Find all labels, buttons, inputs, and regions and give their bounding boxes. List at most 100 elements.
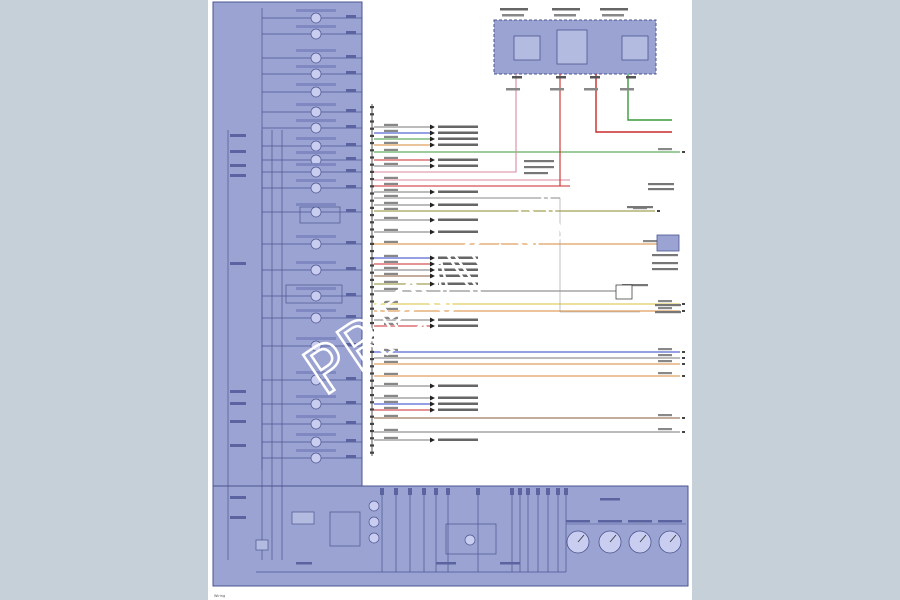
wire-color-code <box>384 414 398 417</box>
connector-pin <box>370 415 374 418</box>
pin-label-mark <box>346 455 356 458</box>
connector-pin <box>370 343 374 346</box>
wire-color-code <box>384 182 398 185</box>
connector-pin <box>370 113 374 116</box>
connector-pin <box>370 156 374 159</box>
wire-end-code <box>658 414 672 417</box>
indicator-lamp-symbol <box>310 374 322 386</box>
bottom-sub-box <box>329 511 361 547</box>
module-sub-box <box>299 206 341 224</box>
pin-label-mark <box>346 343 356 346</box>
destination-label-mark <box>438 324 478 327</box>
component-label-mark <box>655 311 681 314</box>
wire-color-code <box>384 156 398 159</box>
indicator-label-bar <box>296 415 336 418</box>
indicator-label-bar <box>296 371 336 374</box>
indicator-lamp-symbol <box>310 86 322 98</box>
indicator-label-bar <box>296 203 336 206</box>
connector-pin <box>370 206 374 209</box>
destination-label-mark <box>438 274 478 277</box>
top-label-mark <box>552 8 580 11</box>
connector-pin <box>370 170 374 173</box>
indicator-label-bar <box>296 65 336 68</box>
bottom-pin-label <box>380 488 384 495</box>
wire-color-code <box>384 428 398 431</box>
pin-label-mark <box>346 439 356 442</box>
connector-pin <box>370 192 374 195</box>
indicator-label-bar <box>296 433 336 436</box>
indicator-lamp-symbol <box>310 140 322 152</box>
indicator-label-bar <box>296 449 336 452</box>
pin-label-mark <box>346 143 356 146</box>
top-label-mark <box>554 14 576 17</box>
wire-end-code <box>658 428 672 431</box>
bottom-sub-box <box>445 523 497 555</box>
indicator-lamp-symbol <box>310 166 322 178</box>
wire-color-code <box>384 254 398 257</box>
signal-arrow <box>430 189 435 195</box>
indicator-label-bar <box>296 137 336 140</box>
wire-end-terminal <box>657 210 660 212</box>
indicator-lamp-symbol <box>310 290 322 302</box>
wire-color-code <box>384 240 398 243</box>
gauge-label-mark <box>598 520 622 523</box>
component-label-mark <box>648 188 674 191</box>
wire-color-code <box>384 316 398 319</box>
bottom-lamp-symbol <box>368 500 380 512</box>
connector-pin <box>370 358 374 361</box>
connector-pin <box>370 365 374 368</box>
top-wire-code <box>550 88 564 91</box>
wire-color-code <box>384 272 398 275</box>
side-label-mark <box>230 164 246 167</box>
indicator-lamp-symbol <box>310 52 322 64</box>
component-label-mark <box>524 166 554 169</box>
wire-color-code <box>384 406 398 409</box>
top-pin-label <box>626 76 636 79</box>
connector-pin <box>370 199 374 202</box>
top-box-element-2 <box>556 29 588 65</box>
wire-end-terminal <box>682 310 685 312</box>
wire-color-code <box>384 400 398 403</box>
signal-arrow <box>430 124 435 130</box>
connector-pin <box>370 242 374 245</box>
signal-arrow <box>430 437 435 443</box>
indicator-label-bar <box>296 287 336 290</box>
wire-end-terminal <box>682 417 685 419</box>
pin-label-mark <box>346 185 356 188</box>
pink-feed-wire <box>374 74 517 173</box>
component-label-mark <box>627 206 653 209</box>
wire-color-code <box>384 372 398 375</box>
wire-end-code <box>658 372 672 375</box>
pin-label-mark <box>346 315 356 318</box>
signal-arrow <box>430 130 435 136</box>
top-label-mark <box>500 8 528 11</box>
indicator-lamp-symbol <box>310 340 322 352</box>
connector-pin <box>370 235 374 238</box>
wire-color-code <box>384 228 398 231</box>
wire-end-code <box>658 148 672 151</box>
top-wire-code <box>584 88 598 91</box>
indicator-label-bar <box>296 9 336 12</box>
wire-color-code <box>384 207 398 210</box>
connector-pin <box>370 286 374 289</box>
side-label-mark <box>230 174 246 177</box>
top-pin-label <box>512 76 522 79</box>
component-label-mark <box>524 160 554 163</box>
frame-wire <box>374 197 561 312</box>
connector-pin <box>370 142 374 145</box>
side-label-mark <box>230 496 246 499</box>
module-sub-box <box>285 284 343 304</box>
bottom-pin-label <box>510 488 514 495</box>
wire-end-code <box>658 300 672 303</box>
top-label-mark <box>600 8 628 11</box>
wire-color-code <box>384 216 398 219</box>
connector-pin <box>370 322 374 325</box>
gauge-needle <box>577 534 585 543</box>
pin-label-mark <box>346 241 356 244</box>
indicator-label-bar <box>296 179 336 182</box>
connector-pin <box>370 437 374 440</box>
connector-pin <box>370 264 374 267</box>
indicator-label-bar <box>296 119 336 122</box>
wire-end-code <box>643 240 657 243</box>
